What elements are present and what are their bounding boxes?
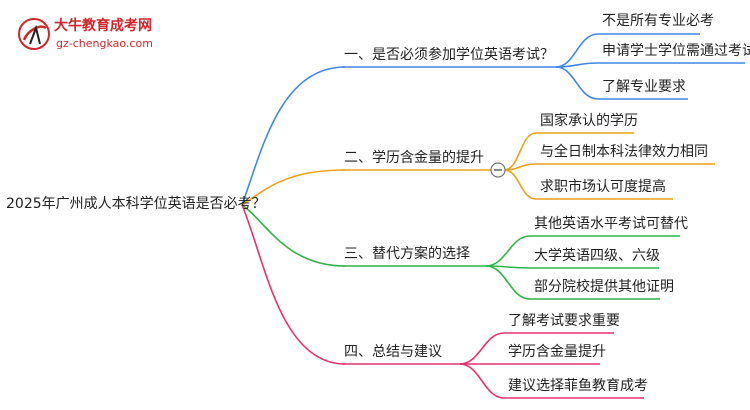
branch-1-label[interactable]: 一、是否必须参加学位英语考试？: [344, 47, 554, 63]
branch-2-child-2[interactable]: 与全日制本科法律效力相同: [540, 144, 708, 160]
branch-3-child-2-connector: [485, 265, 659, 269]
logo-title: 大牛教育成考网: [54, 18, 152, 34]
branch-4-connector: [241, 204, 346, 365]
branch-1-child-3-connector: [555, 66, 688, 100]
branch-1-child-2-connector: [555, 62, 745, 68]
branch-1-child-1[interactable]: 不是所有专业必考: [602, 13, 714, 29]
branch-4-child-3-connector: [459, 363, 644, 399]
branch-3-connector: [241, 204, 346, 267]
branch-4-label[interactable]: 四、总结与建议: [344, 344, 442, 360]
branch-3-child-1[interactable]: 其他英语水平考试可替代: [534, 216, 688, 232]
branch-2-child-2-connector: [503, 163, 715, 171]
branch-2-child-3-connector: [503, 169, 673, 200]
branch-4-child-1[interactable]: 了解考试要求重要: [508, 313, 620, 329]
branch-3-child-3-connector: [485, 265, 660, 300]
branch-1-child-2[interactable]: 申请学士学位需通过考试: [602, 43, 750, 59]
root-node[interactable]: 2025年广州成人本科学位英语是否必考？: [6, 196, 266, 212]
collapse-toggle-icon[interactable]: [490, 162, 506, 178]
logo-mark-icon: [18, 18, 50, 50]
branch-3-child-1-connector: [485, 235, 680, 267]
branch-4-child-1-connector: [459, 332, 614, 365]
branch-2-connector: [241, 169, 346, 206]
branch-1-child-3[interactable]: 了解专业要求: [602, 79, 686, 95]
branch-3-child-3[interactable]: 部分院校提供其他证明: [534, 279, 674, 295]
branch-2-child-3[interactable]: 求职市场认可度提高: [540, 179, 666, 195]
branch-2-child-1-connector: [503, 132, 634, 171]
logo-url: gz-chengkao.com: [56, 37, 153, 50]
branch-2-label[interactable]: 二、学历含金量的提升: [344, 150, 484, 166]
branch-1-child-1-connector: [555, 33, 700, 68]
branch-1-connector: [241, 66, 346, 206]
branch-4-child-2[interactable]: 学历含金量提升: [508, 344, 606, 360]
branch-2-child-1[interactable]: 国家承认的学历: [540, 113, 638, 129]
branch-3-label[interactable]: 三、替代方案的选择: [344, 246, 470, 262]
branch-4-child-3[interactable]: 建议选择菲鱼教育成考: [508, 378, 648, 394]
branch-3-child-2[interactable]: 大学英语四级、六级: [534, 248, 660, 264]
